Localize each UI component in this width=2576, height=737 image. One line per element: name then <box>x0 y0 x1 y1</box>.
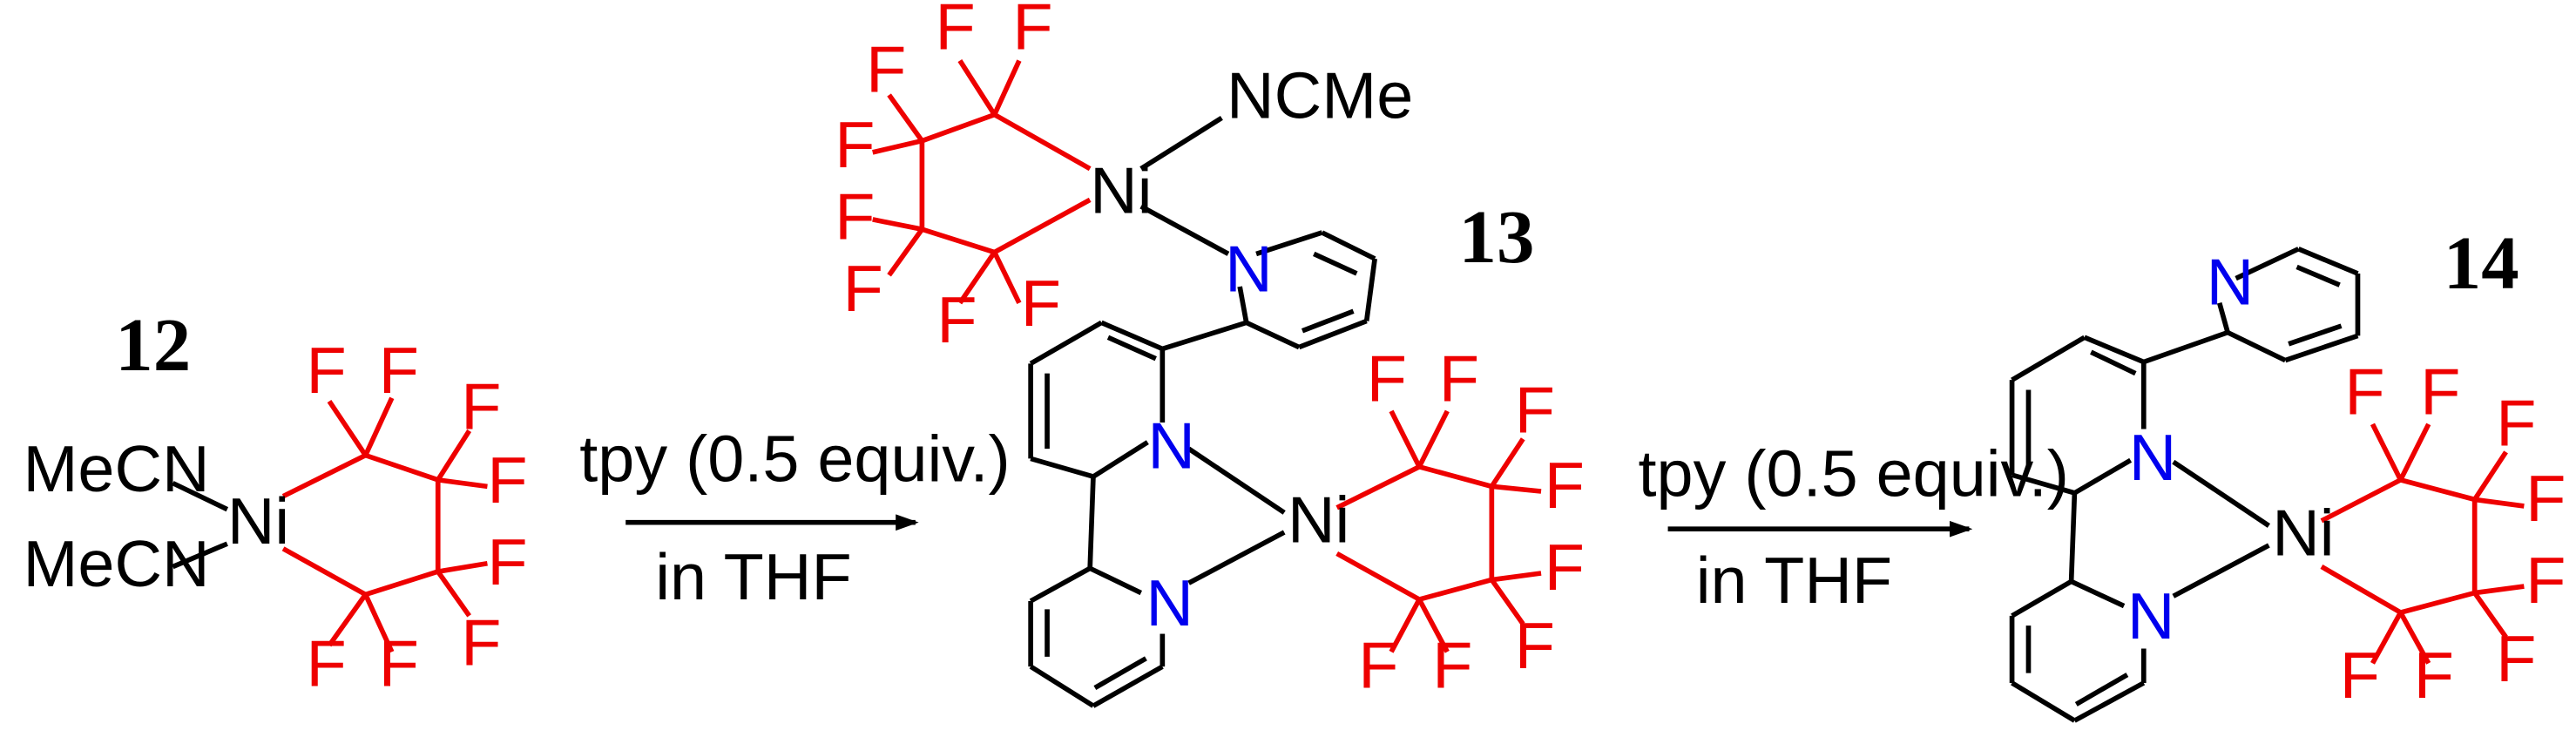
fluorine-atom: F <box>2344 355 2384 429</box>
nitrogen-atom: N <box>2207 246 2255 319</box>
fluorine-atom: F <box>379 627 419 700</box>
compound-12: 12 MeCN MeCN Ni F F F F F <box>23 303 527 700</box>
fluorine-atom: F <box>2525 462 2566 535</box>
fluorine-atom: F <box>1367 342 1407 416</box>
compound-number-14: 14 <box>2444 221 2519 305</box>
nitrogen-atom: N <box>1146 566 1193 639</box>
fluorine-atom: F <box>1432 629 1472 702</box>
fluorine-atoms-13: F F F F F F F F F F F F F F F F <box>835 0 1585 702</box>
fluorine-atom: F <box>1545 531 1585 604</box>
fluorine-atoms-14: F F F F F F F F <box>2340 355 2566 712</box>
fluorine-atom: F <box>843 252 883 325</box>
fluorine-atom: F <box>2496 622 2536 695</box>
fluorine-atom: F <box>1515 374 1555 447</box>
compound-14: 14 <box>2009 221 2566 723</box>
nickel-atom: Ni <box>1288 483 1349 556</box>
reaction-arrow-1: tpy (0.5 equiv.) in THF <box>579 423 1010 613</box>
fluorine-atom: F <box>2420 355 2460 429</box>
fluorine-atom: F <box>1545 449 1585 522</box>
perfluoro-ring-13-bottom <box>1335 409 1542 653</box>
solvent-label-2: in THF <box>1696 544 1892 617</box>
nitrogen-atom: N <box>2127 579 2175 652</box>
compound-13: 13 <box>835 0 1585 708</box>
mecn-ligand-bottom: MeCN <box>23 527 209 600</box>
terpyridine-bonds-14 <box>2009 247 2361 723</box>
fluorine-atom: F <box>2340 639 2380 712</box>
fluorine-atom: F <box>461 605 501 679</box>
compound-number-13: 13 <box>1459 195 1535 279</box>
fluorine-atom: F <box>1439 342 1479 416</box>
compound-number-12: 12 <box>115 303 191 387</box>
nitrogen-atom: N <box>2129 421 2177 494</box>
fluorine-atom: F <box>307 334 347 407</box>
fluorine-atoms-12: F F F F F F F F <box>307 334 528 700</box>
fluorine-atom: F <box>487 525 527 598</box>
fluorine-atom: F <box>2414 639 2454 712</box>
fluorine-atom: F <box>2525 544 2566 617</box>
nickel-atom: Ni <box>227 484 289 558</box>
fluorine-atom: F <box>1358 629 1398 702</box>
fluorine-atom: F <box>866 32 906 105</box>
fluorine-atom: F <box>307 627 347 700</box>
perfluoro-ring-12 <box>281 396 488 653</box>
nitrogen-atom: N <box>1147 409 1195 483</box>
fluorine-atom: F <box>936 283 977 356</box>
nitrogen-atoms-13: N N N <box>1146 233 1272 639</box>
fluorine-atom: F <box>1515 609 1555 682</box>
fluorine-atom: F <box>1021 267 1061 340</box>
nickel-atom: Ni <box>1090 154 1152 227</box>
fluorine-atom: F <box>461 370 501 443</box>
mecn-ligand-top: MeCN <box>23 432 209 505</box>
reagent-label-1: tpy (0.5 equiv.) <box>579 423 1010 496</box>
nitrogen-atom: N <box>1225 233 1273 306</box>
ncme-ligand: NCMe <box>1227 59 1413 132</box>
reagent-label-2: tpy (0.5 equiv.) <box>1639 437 2069 510</box>
fluorine-atom: F <box>379 334 419 407</box>
solvent-label-1: in THF <box>655 540 851 613</box>
fluorine-atom: F <box>835 180 875 254</box>
fluorine-atom: F <box>936 0 976 63</box>
reaction-arrow-2: tpy (0.5 equiv.) in THF <box>1639 437 2069 617</box>
nitrogen-atoms-14: N N N <box>2127 246 2254 652</box>
fluorine-atom: F <box>2496 387 2536 460</box>
terpyridine-bonds-13 <box>1028 115 1377 708</box>
fluorine-atom: F <box>487 443 527 517</box>
perfluoro-ring-13-top <box>872 59 1092 305</box>
nickel-atom: Ni <box>2272 497 2334 570</box>
perfluoro-ring-14 <box>2320 423 2525 665</box>
fluorine-atom: F <box>1012 0 1052 63</box>
fluorine-atom: F <box>835 108 875 181</box>
